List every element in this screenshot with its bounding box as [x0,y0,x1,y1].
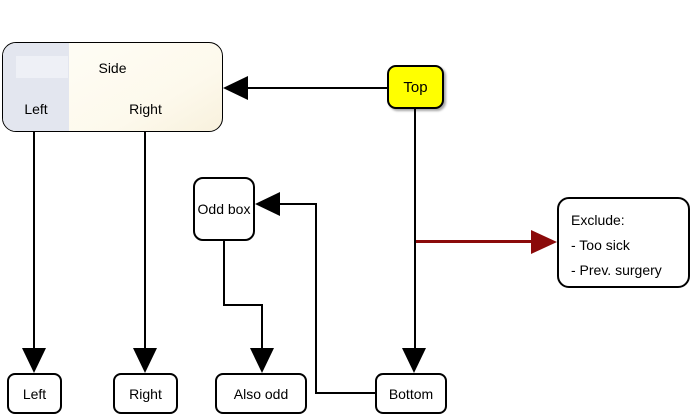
node-exclude: Exclude: - Too sick - Prev. surgery [557,197,690,288]
edge-top-to-bottom-line [414,109,416,350]
side-left-region [3,43,69,131]
node-odd-box: Odd box [193,177,255,241]
edge-odd-to-alsoodd-vline1 [223,240,225,306]
node-top-label: Top [403,78,428,96]
edge-top-to-side-line [248,87,387,89]
edge-side-to-right-line [144,131,146,350]
edge-to-exclude-line [416,240,531,243]
side-left-highlight [16,56,68,78]
arrowhead-into-right-icon [133,348,157,373]
node-odd-box-label: Odd box [197,200,251,217]
node-bottom: Bottom [375,373,447,414]
arrowhead-into-exclude-icon [531,230,557,254]
side-title: Side [98,60,127,76]
arrowhead-into-bottom-icon [402,348,426,373]
node-top: Top [387,65,444,109]
edge-bottom-to-odd-hline-top [279,203,317,205]
edge-odd-to-alsoodd-hline [223,304,263,306]
side-left-label: Left [24,101,48,117]
edge-odd-to-alsoodd-vline2 [261,304,263,350]
node-bottom-right: Right [113,373,178,414]
exclude-item-2: - Prev. surgery [571,262,662,278]
arrowhead-into-left-icon [22,348,46,373]
node-also-odd-label: Also odd [233,385,289,402]
node-also-odd: Also odd [215,373,307,414]
node-side: Side Left Right [2,42,223,132]
edge-side-to-left-line [33,131,35,350]
arrowhead-into-oddbox-icon [255,192,280,216]
edge-bottom-to-odd-vline [315,203,317,394]
side-right-label: Right [129,101,162,117]
exclude-item-1: - Too sick [571,237,630,253]
arrowhead-into-side-icon [223,76,248,100]
edge-bottom-to-odd-hline-bottom [315,392,375,394]
node-bottom-label: Bottom [388,385,434,402]
node-bottom-left: Left [7,373,62,414]
node-bottom-right-label: Right [129,385,162,402]
arrowhead-into-alsoodd-icon [250,348,274,373]
exclude-title: Exclude: [571,212,625,228]
node-bottom-left-label: Left [22,385,47,402]
